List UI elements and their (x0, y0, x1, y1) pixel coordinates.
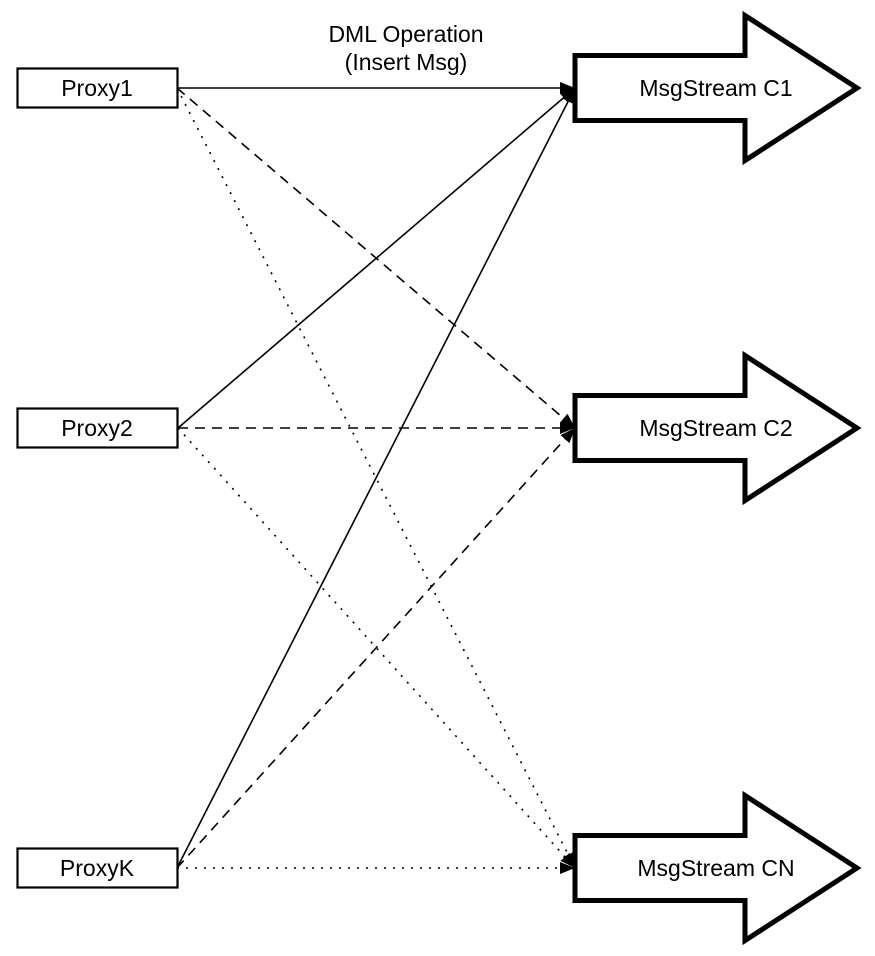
title-line-2: (Insert Msg) (344, 49, 468, 75)
msgstream-c1-arrow (572, 10, 862, 166)
edge-proxy1-to-cn (176, 87, 576, 869)
diagram-title: DML Operation (Insert Msg) (256, 20, 556, 76)
proxy2-box (16, 407, 179, 449)
msgstream-c1-label: MsgStream C1 (639, 74, 793, 101)
title-line-1: DML Operation (328, 21, 484, 47)
msgstream-c2-label: MsgStream C2 (639, 414, 793, 441)
proxy1-label: Proxy1 (61, 74, 133, 101)
proxyk-box (16, 847, 179, 889)
edge-proxyk-to-c1 (176, 87, 576, 869)
msgstream-c2-arrow (572, 350, 862, 506)
proxy1-box (16, 67, 179, 109)
msgstream-cn-arrow (572, 790, 862, 946)
proxyk-label: ProxyK (59, 854, 135, 881)
proxy2-label: Proxy2 (61, 414, 133, 441)
edge-lines (176, 82, 576, 874)
edge-proxy2-to-c1 (177, 87, 576, 429)
edge-proxyk-to-c2 (176, 427, 576, 869)
msgstream-cn-label: MsgStream CN (637, 854, 795, 881)
